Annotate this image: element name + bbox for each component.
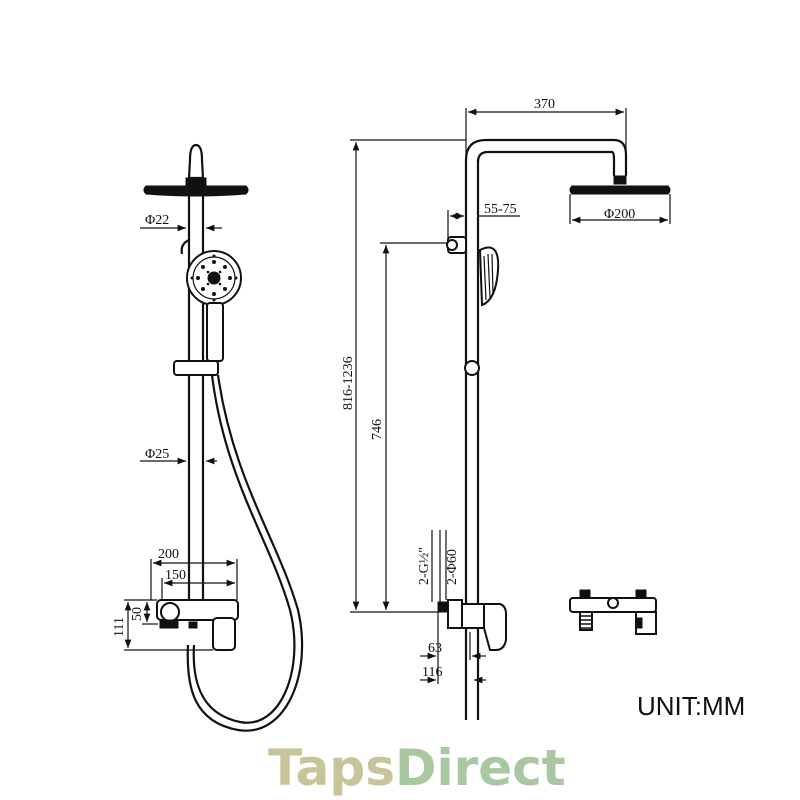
hose [192, 374, 296, 724]
mixer-valve-front [156, 599, 239, 651]
dim-valve-height-upper: 50 [130, 607, 145, 621]
slide-ball [464, 360, 480, 376]
hand-shower-front [186, 250, 242, 362]
dim-wall-to-riser: 116 [422, 665, 442, 680]
dim-holder-offset: 55-75 [484, 202, 517, 217]
slide-holder [173, 360, 219, 376]
dim-cover-diameter: 2-Φ60 [445, 549, 460, 585]
dim-valve-height-total: 111 [112, 617, 127, 637]
shower-arm [464, 138, 628, 176]
dim-wall-to-valve: 63 [428, 641, 442, 656]
dim-holder-height: 746 [370, 419, 385, 440]
dim-riser-diameter: Φ25 [145, 447, 169, 462]
brand-part-1: Taps [268, 739, 395, 797]
dim-head-rod-diameter: Φ22 [145, 213, 169, 228]
dim-arm-reach: 370 [534, 97, 555, 112]
overhead-head-side [569, 185, 671, 195]
head-stem [187, 143, 205, 180]
dim-valve-width-total: 200 [158, 547, 179, 562]
dim-inlet-thread: 2-G½" [417, 547, 432, 585]
dim-valve-width-center: 150 [165, 568, 186, 583]
dim-height-range: 816-1236 [341, 356, 356, 410]
side-view: 370 Φ200 55-75 816-1236 746 2-G½" 2-Φ60 … [341, 97, 671, 720]
unit-label: UNIT:MM [637, 691, 745, 721]
front-view: Φ22 Φ25 200 150 111 50 [112, 143, 304, 732]
brand-logo: TapsDirect [268, 739, 566, 797]
brand-part-2: Direct [395, 739, 566, 797]
overhead-head-front [143, 185, 249, 197]
dim-head-diameter: Φ200 [604, 207, 635, 222]
mixer-valve-top-view [569, 589, 657, 635]
mixer-valve-side [437, 599, 507, 651]
